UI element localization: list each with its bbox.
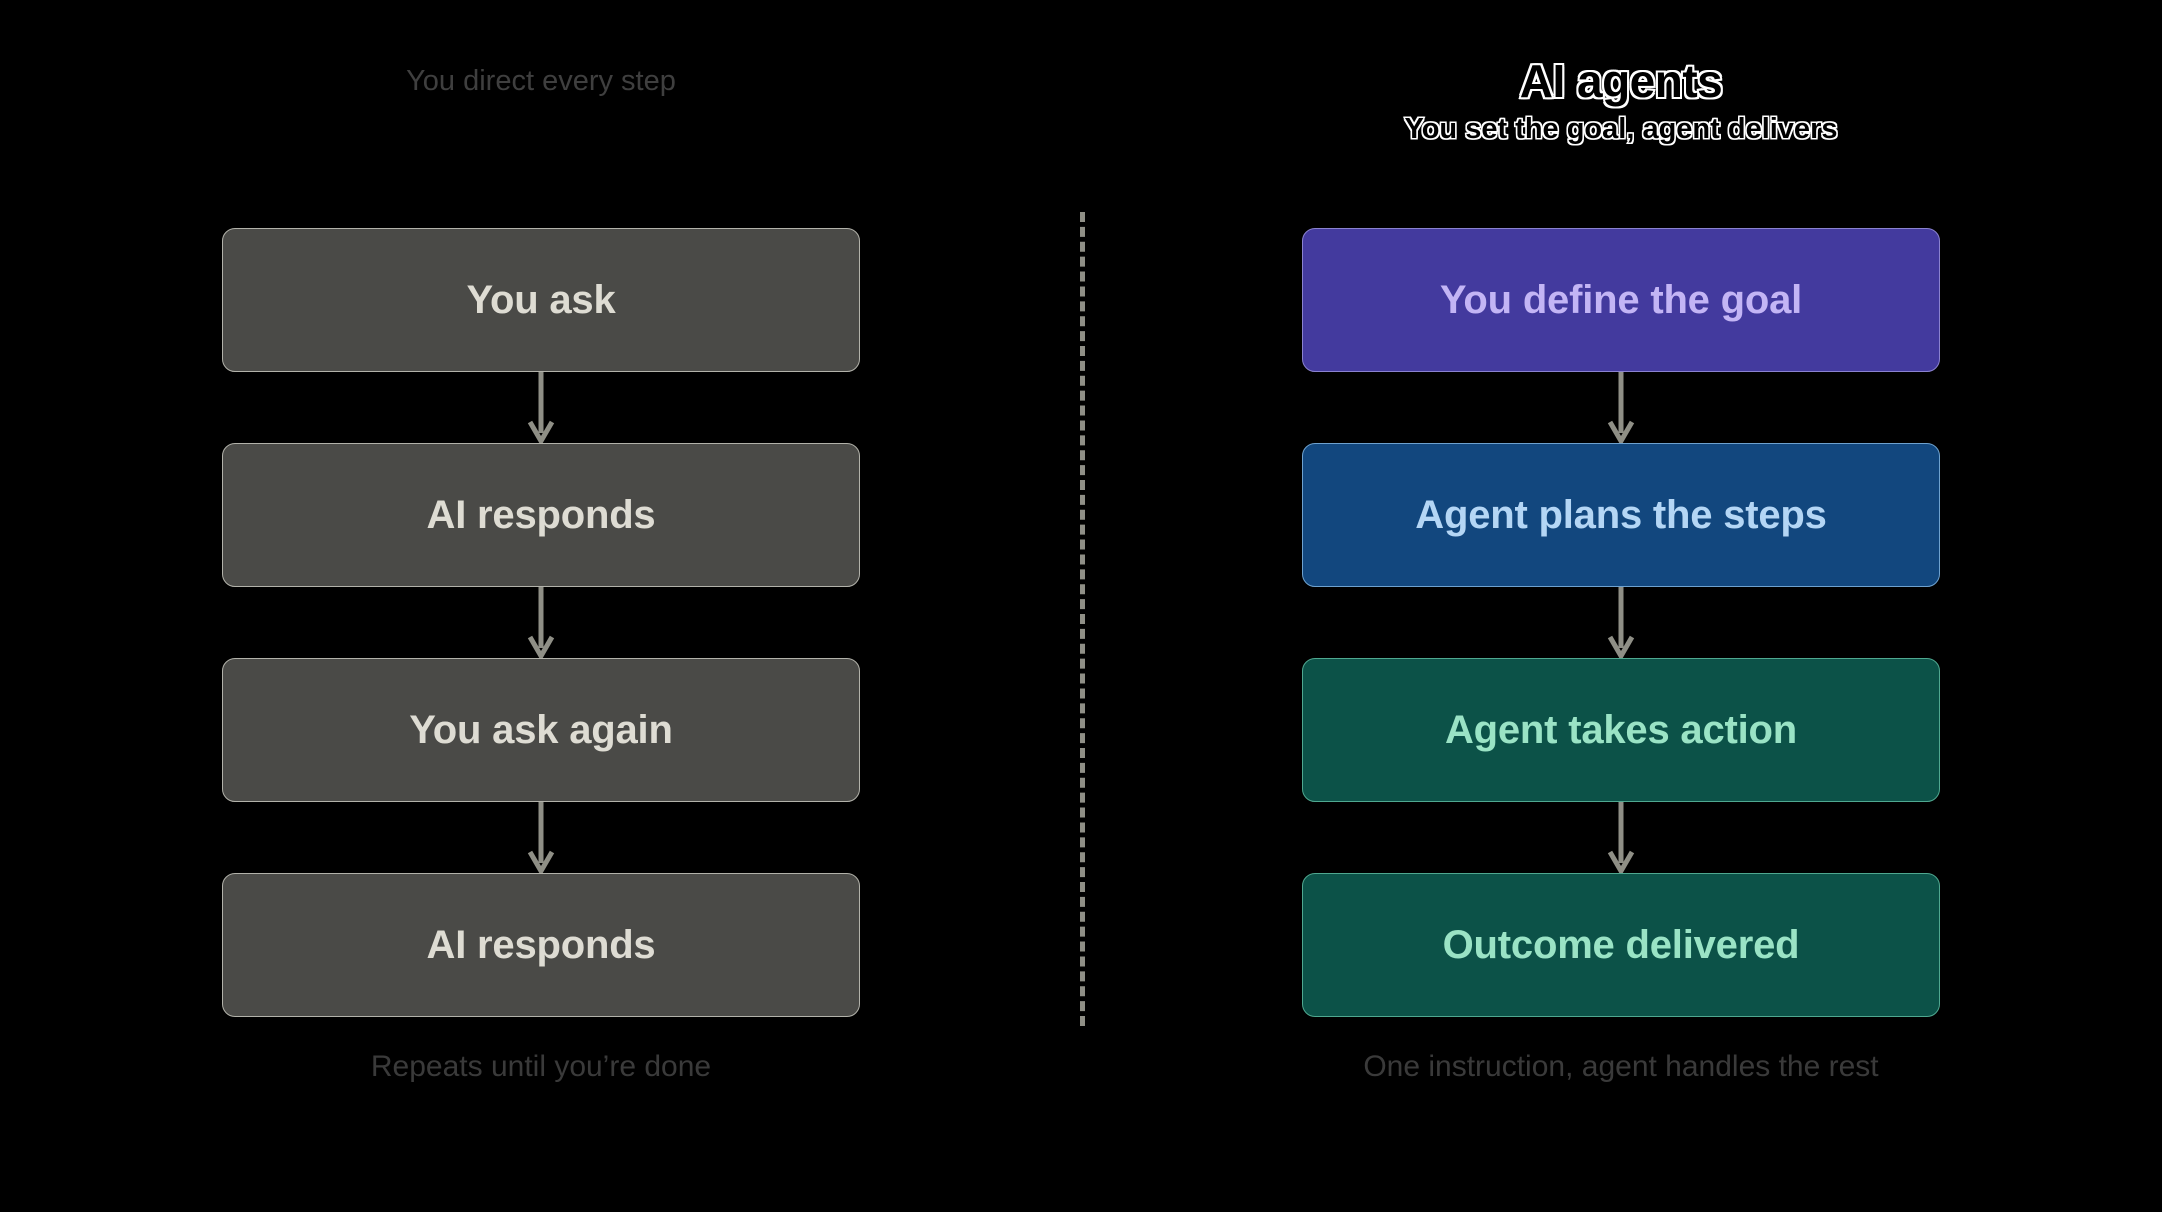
flow-arrow-down-icon bbox=[1606, 802, 1636, 874]
column-caption-right: One instruction, agent handles the rest bbox=[1363, 1050, 1879, 1083]
column-subtitle-left: You direct every step bbox=[406, 65, 676, 97]
flow-arrow-down-icon bbox=[526, 802, 556, 874]
flow-node-ai-responds-2[interactable]: AI responds bbox=[222, 873, 860, 1017]
flow-node-outcome-delivered[interactable]: Outcome delivered bbox=[1302, 873, 1940, 1017]
flow-arrow-down-icon bbox=[526, 372, 556, 444]
column-title-right: AI agents bbox=[1518, 55, 1725, 107]
flow-arrow-down-icon bbox=[526, 587, 556, 659]
flow-node-label: You ask bbox=[466, 278, 616, 322]
column-traditional-ai: You direct every step You ask AI respond… bbox=[222, 0, 860, 1212]
column-ai-agents: AI agents You set the goal, agent delive… bbox=[1302, 0, 1940, 1212]
column-heading-left: You direct every step bbox=[222, 58, 860, 99]
flow-node-label: Agent plans the steps bbox=[1415, 493, 1827, 537]
flow-node-label: You ask again bbox=[409, 708, 673, 752]
flow-node-label: You define the goal bbox=[1439, 278, 1803, 322]
flow-node-label: AI responds bbox=[426, 493, 656, 537]
flow-node-ai-responds-1[interactable]: AI responds bbox=[222, 443, 860, 587]
flow-node-agent-plans-the-steps[interactable]: Agent plans the steps bbox=[1302, 443, 1940, 587]
flow-arrow-down-icon bbox=[1606, 372, 1636, 444]
flow-node-label: AI responds bbox=[426, 923, 656, 967]
flow-node-label: Outcome delivered bbox=[1442, 923, 1800, 967]
flow-arrow-down-icon bbox=[1606, 587, 1636, 659]
flow-node-you-define-the-goal[interactable]: You define the goal bbox=[1302, 228, 1940, 372]
column-divider bbox=[1080, 212, 1085, 1026]
column-caption-left: Repeats until you’re done bbox=[370, 1050, 712, 1083]
flow-node-label: Agent takes action bbox=[1444, 708, 1798, 752]
flow-node-you-ask-again[interactable]: You ask again bbox=[222, 658, 860, 802]
flow-node-agent-takes-action[interactable]: Agent takes action bbox=[1302, 658, 1940, 802]
flow-node-you-ask[interactable]: You ask bbox=[222, 228, 860, 372]
column-subtitle-right: You set the goal, agent delivers bbox=[1403, 112, 1838, 146]
column-heading-right: AI agents You set the goal, agent delive… bbox=[1302, 55, 1940, 147]
